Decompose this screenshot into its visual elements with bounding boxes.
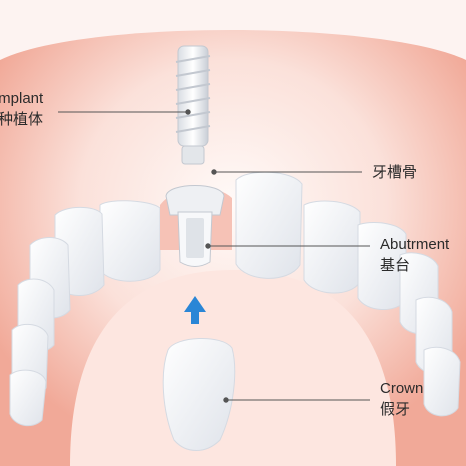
label-bone-cn: 牙槽骨 [372,163,418,181]
label-crown-en: Crown [380,380,424,397]
label-implant-en: Implant [0,90,44,107]
crown-tooth [162,337,236,451]
implant-screw [175,45,211,165]
label-implant-cn: 种植体 [0,110,44,128]
arrow-up-icon [184,296,206,324]
left-teeth [9,200,161,427]
label-abutment-cn: 基台 [380,256,411,274]
label-abutment-en: Abutrment [380,236,450,253]
leader-lines [58,109,370,403]
right-teeth [235,171,461,417]
label-crown-cn: 假牙 [380,400,411,418]
abutment-post [165,185,225,267]
